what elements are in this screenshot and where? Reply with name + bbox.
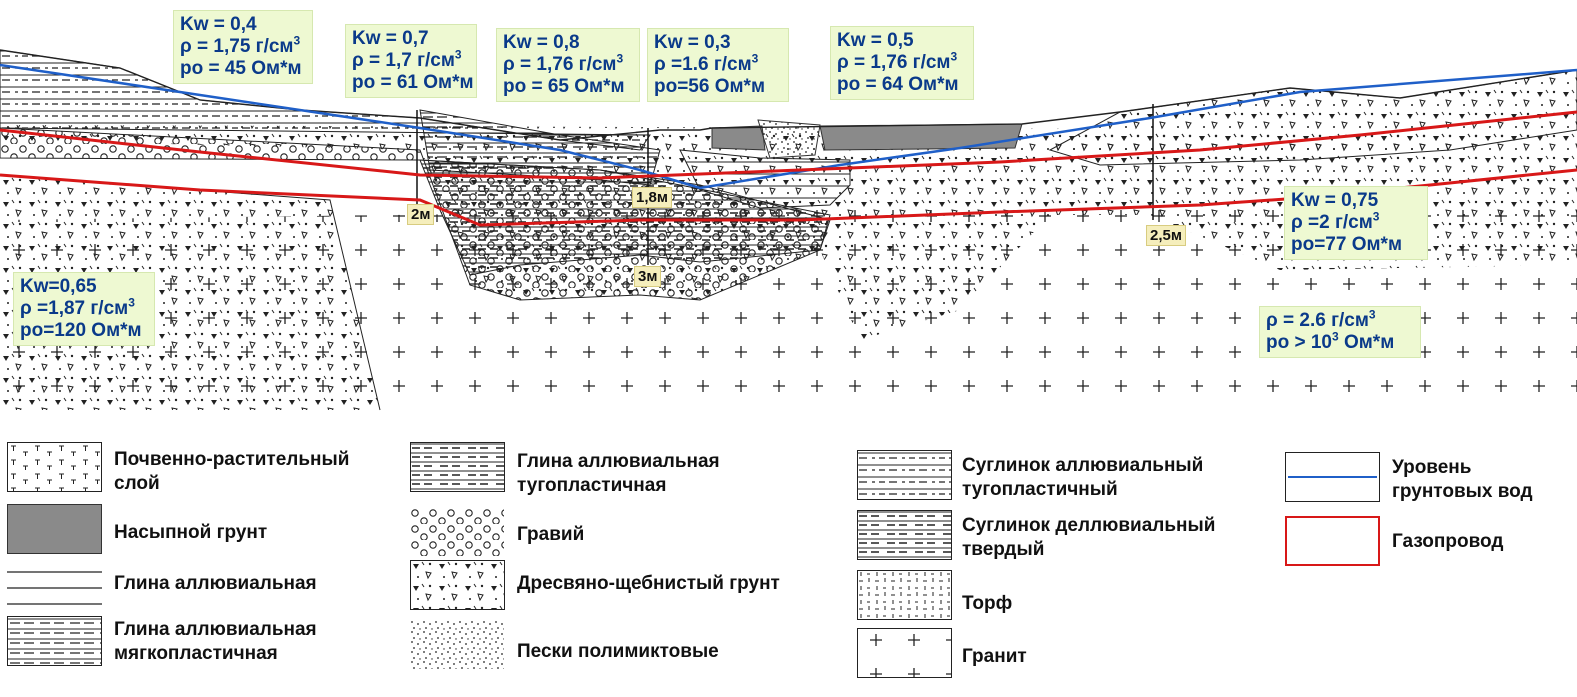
legend-symbol-fill-soil: [7, 504, 102, 554]
callout-kw-08: Kw = 0,8 ρ = 1,76 г/см3 ро = 65 Ом*м: [496, 28, 640, 102]
legend-symbol-rubble: [410, 560, 505, 610]
ground-surface: [0, 49, 1577, 141]
legend-label-fill-soil: Насыпной грунт: [114, 522, 268, 543]
kw-value: Kw = 0,75: [1291, 190, 1379, 211]
kw-value: Kw = 0,7: [352, 28, 429, 49]
depth-label-2-5m: 2,5м: [1146, 225, 1186, 246]
legend-symbol-granite: [857, 628, 952, 678]
rubble-left-deep: [0, 175, 380, 410]
legend-label-alluvial-clay: Глина аллювиальная: [114, 573, 317, 594]
resistivity-value: ро = 64 Ом*м: [837, 74, 959, 95]
groundwater-line: [0, 63, 1577, 190]
geological-cross-section: [0, 49, 1577, 411]
rho-value: ρ =2 г/см3: [1291, 209, 1380, 233]
legend-symbol-hard-clay: [410, 442, 505, 492]
fill-soil: [711, 125, 766, 151]
resistivity-value: ро=77 Ом*м: [1291, 234, 1403, 255]
rho-value: ρ = 1,75 г/см3: [180, 33, 301, 57]
rho-value: ρ =1,87 г/см3: [20, 295, 135, 319]
resistivity-value: ро=56 Ом*м: [654, 76, 766, 97]
rho-value: ρ = 1,7 г/см3: [352, 47, 462, 71]
legend-symbol-alluvial-loam: [857, 450, 952, 500]
callout-kw-07: Kw = 0,7 ρ = 1,7 г/см3 ро = 61 Ом*м: [345, 24, 477, 98]
legend-symbol-deluvial-loam: [857, 510, 952, 560]
callout-kw-05: Kw = 0,5 ρ = 1,76 г/см3 ро = 64 Ом*м: [830, 26, 974, 100]
depth-label-3m: 3м: [634, 266, 662, 287]
callout-kw-065: Kw=0,65 ρ =1,87 г/см3 ро=120 Ом*м: [13, 272, 155, 346]
legend-label-rubble: Дресвяно-щебнистый грунт: [517, 573, 780, 594]
rho-value: ρ = 1,76 г/см3: [837, 49, 958, 73]
callout-granite: ρ = 2.6 г/см3 ро > 103 Ом*м: [1259, 306, 1421, 358]
depth-label-2m: 2м: [407, 204, 435, 225]
channel-clay: [679, 149, 851, 209]
depth-label-1-8m: 1,8м: [632, 187, 672, 208]
resistivity-value: ро = 65 Ом*м: [503, 76, 625, 97]
kw-value: Kw = 0,8: [503, 32, 580, 53]
resistivity-value: ро = 45 Ом*м: [180, 58, 302, 79]
kw-value: Kw = 0,4: [180, 14, 257, 35]
resistivity-value: ро > 103 Ом*м: [1266, 329, 1395, 353]
legend-label-gravel: Гравий: [517, 524, 585, 545]
resistivity-value: ро=120 Ом*м: [20, 320, 142, 341]
kw-value: Kw = 0,5: [837, 30, 914, 51]
legend-symbol-gravel: [410, 508, 505, 558]
rho-value: ρ =1.6 г/см3: [654, 51, 759, 75]
clay-lens: [419, 159, 831, 276]
legend-label-peat: Торф: [962, 593, 1013, 614]
callout-kw-075: Kw = 0,75 ρ =2 г/см3 ро=77 Ом*м: [1284, 186, 1428, 260]
legend-symbol-soft-clay: [7, 616, 102, 666]
kw-value: Kw = 0,3: [654, 32, 731, 53]
legend-symbol-groundwater: [1285, 452, 1380, 502]
callout-kw-03: Kw = 0,3 ρ =1.6 г/см3 ро=56 Ом*м: [647, 28, 789, 102]
legend-symbol-peat: [857, 570, 952, 620]
resistivity-value: ро = 61 Ом*м: [352, 72, 474, 93]
pipeline-upper: [0, 110, 1577, 180]
legend-symbol-sand: [410, 620, 505, 670]
kw-value: Kw=0,65: [20, 276, 97, 297]
legend-symbol-pipeline: [1285, 516, 1380, 566]
legend-symbol-alluvial-clay: [7, 571, 102, 605]
legend-label-pipeline: Газопровод: [1392, 531, 1504, 552]
legend-label-sand: Пески полимиктовые: [517, 641, 719, 662]
granite-layer: [0, 200, 1577, 410]
sand-lens: [757, 119, 821, 159]
rho-value: ρ = 2.6 г/см3: [1266, 307, 1376, 331]
fill-soil-right: [819, 123, 1023, 151]
callout-kw-04: Kw = 0,4 ρ = 1,75 г/см3 ро = 45 Ом*м: [173, 10, 313, 84]
rho-value: ρ = 1,76 г/см3: [503, 51, 624, 75]
legend-symbol-vegetation-soil: [7, 442, 102, 492]
legend-label-granite: Гранит: [962, 646, 1027, 667]
